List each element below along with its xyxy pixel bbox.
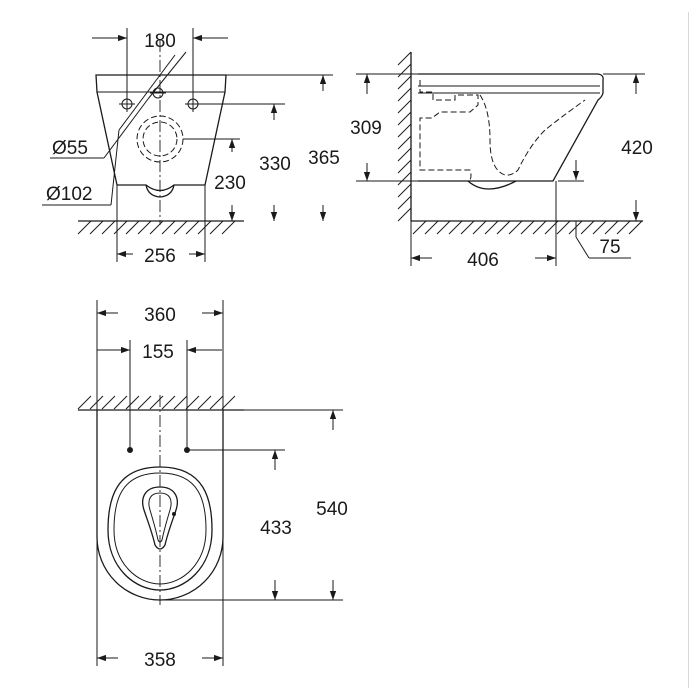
leader-line [147, 51, 187, 100]
hatch-stroke [137, 220, 152, 235]
dim-label-d55: Ø55 [52, 138, 88, 159]
dim-label-420: 420 [621, 138, 653, 159]
hatch-stroke [397, 195, 412, 210]
hatch-stroke [113, 220, 128, 235]
hatch-stroke [149, 220, 164, 235]
hatch-stroke [604, 220, 619, 235]
hatch-stroke [448, 220, 463, 235]
dim-label-433: 433 [260, 518, 292, 539]
hatch-stroke [484, 220, 499, 235]
side-wall-hatch [397, 51, 412, 222]
side-outlet-curve [467, 180, 517, 190]
hatch-stroke [161, 220, 176, 235]
hatch-stroke [209, 220, 224, 235]
hatch-stroke [592, 220, 607, 235]
dim-label-406: 406 [467, 250, 499, 271]
hatch-stroke [496, 220, 511, 235]
hatch-stroke [221, 220, 236, 235]
hatch-stroke [397, 75, 412, 90]
hatch-stroke [397, 147, 412, 162]
hatch-stroke [185, 395, 200, 410]
hatch-stroke [556, 220, 571, 235]
hatch-stroke [616, 220, 631, 235]
hatch-stroke [460, 220, 475, 235]
hatch-stroke [197, 395, 212, 410]
dim-label-358: 358 [144, 650, 176, 671]
hatch-stroke [397, 123, 412, 138]
hatch-stroke [397, 99, 412, 114]
top-bowl-opening [142, 486, 178, 550]
hatch-stroke [520, 220, 535, 235]
front-bowl-outline [95, 74, 227, 192]
dim-label-230: 230 [214, 173, 246, 194]
dim-label-256: 256 [144, 246, 176, 267]
hatch-stroke [397, 207, 412, 222]
front-view: 180 365 330 230 Ø55 Ø102 256 [42, 28, 340, 267]
hatch-stroke [149, 395, 164, 410]
front-floor-hatch [77, 220, 236, 235]
dim-label-155: 155 [142, 342, 174, 363]
hatch-stroke [436, 220, 451, 235]
dim-label-330: 330 [259, 154, 291, 175]
hatch-stroke [185, 220, 200, 235]
hatch-stroke [397, 135, 412, 150]
hatch-stroke [628, 220, 643, 235]
hatch-stroke [397, 51, 412, 66]
hatch-stroke [101, 220, 116, 235]
side-view: 309 420 75 406 [350, 51, 653, 271]
hatch-stroke [412, 220, 427, 235]
dim-label-365: 365 [308, 148, 340, 169]
hatch-stroke [424, 220, 439, 235]
hatch-stroke [397, 111, 412, 126]
frame-border [688, 12, 689, 688]
dim-label-d102: Ø102 [46, 184, 92, 205]
hatch-stroke [101, 395, 116, 410]
dim-label-309: 309 [350, 118, 382, 139]
side-inner-bowl [479, 94, 586, 176]
top-flush-dot [172, 512, 176, 516]
dim-label-180: 180 [144, 31, 176, 52]
hatch-stroke [397, 87, 412, 102]
leader-line [110, 129, 120, 206]
top-seat-inner-ring [113, 472, 207, 585]
hatch-stroke [173, 220, 188, 235]
hatch-stroke [209, 395, 224, 410]
hatch-stroke [532, 220, 547, 235]
hatch-stroke [137, 395, 152, 410]
hatch-stroke [221, 395, 236, 410]
leader-line [118, 54, 176, 131]
hatch-stroke [397, 183, 412, 198]
side-floor-hatch [412, 220, 643, 235]
hatch-stroke [580, 220, 595, 235]
top-view: 360 155 540 433 358 [77, 300, 348, 671]
top-wall-hatch [77, 395, 236, 410]
hatch-stroke [173, 395, 188, 410]
dim-label-360: 360 [144, 305, 176, 326]
hatch-stroke [397, 63, 412, 78]
hatch-stroke [113, 395, 128, 410]
hatch-stroke [397, 171, 412, 186]
leader-line [103, 98, 149, 159]
dim-label-75: 75 [599, 237, 620, 258]
front-outlet-circle-55 [142, 121, 178, 157]
hatch-stroke [77, 395, 92, 410]
side-inner-trap [419, 80, 479, 181]
hatch-stroke [472, 220, 487, 235]
hatch-stroke [89, 220, 104, 235]
hatch-stroke [77, 220, 92, 235]
hatch-stroke [125, 220, 140, 235]
side-bowl-outline [418, 73, 604, 182]
dim-label-540: 540 [316, 499, 348, 520]
hatch-stroke [125, 395, 140, 410]
hatch-stroke [397, 159, 412, 174]
hatch-stroke [161, 395, 176, 410]
hatch-stroke [508, 220, 523, 235]
leader-line [575, 236, 590, 259]
